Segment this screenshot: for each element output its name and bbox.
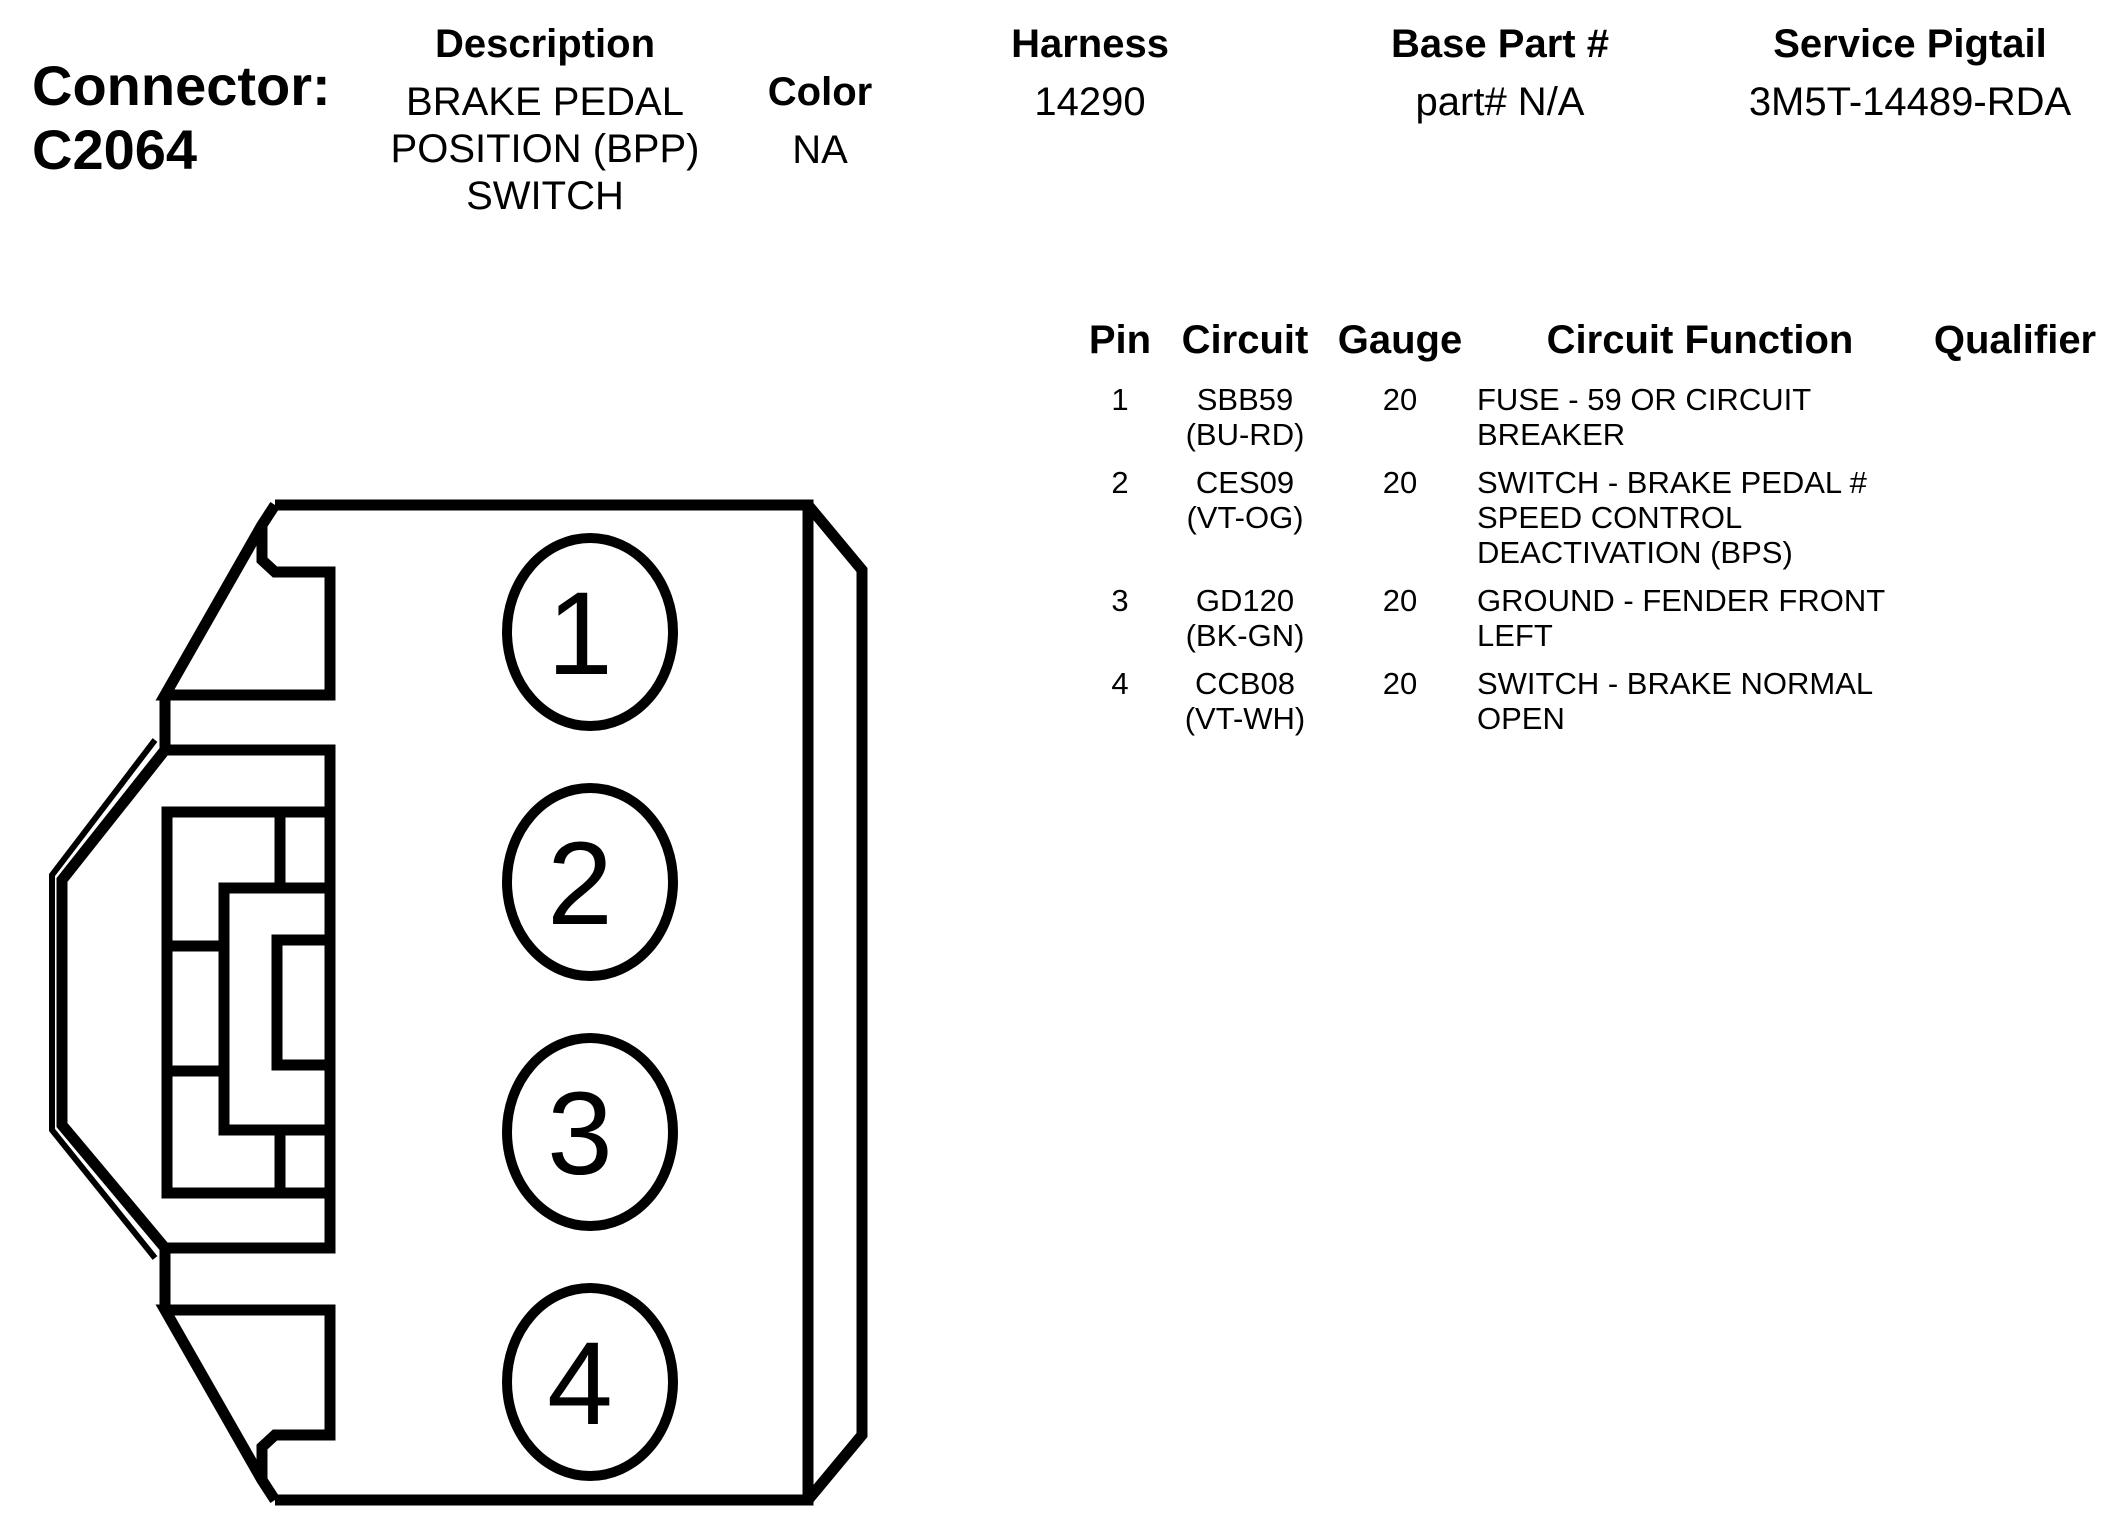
- table-cell-circuit: CCB08 (VT-WH): [1184, 666, 1306, 736]
- color-value: NA: [792, 128, 848, 172]
- color-column: Color NA: [730, 70, 910, 174]
- connector-right-latch: [803, 501, 868, 1504]
- table-cell-circuit: CES09 (VT-OG): [1186, 465, 1304, 535]
- pin-1-label: 1: [547, 568, 613, 700]
- connector-left-shroud: [56, 746, 170, 1252]
- table-cell-pin: 2: [1111, 465, 1129, 500]
- connector-left-edge: [159, 695, 336, 1310]
- harness-value: 14290: [1034, 80, 1146, 124]
- connector-top-tab: [155, 502, 336, 701]
- connector-body-outline: [275, 499, 814, 1506]
- base-part-column: Base Part # part# N/A: [1360, 22, 1640, 126]
- connector-keyway-slot: [271, 934, 330, 1071]
- table-cell-circuit: SBB59 (BU-RD): [1185, 382, 1305, 452]
- table-cell-function: SWITCH - BRAKE NORMAL OPEN: [1477, 666, 1874, 736]
- base-part-title: Base Part #: [1391, 22, 1609, 66]
- table-cell-function: SWITCH - BRAKE PEDAL # SPEED CONTROL DEA…: [1477, 465, 1867, 570]
- service-pigtail-value: 3M5T-14489-RDA: [1748, 80, 2072, 124]
- harness-title: Harness: [1011, 22, 1169, 66]
- base-part-value: part# N/A: [1415, 80, 1585, 124]
- table-cell-function: GROUND - FENDER FRONT LEFT: [1477, 583, 1886, 653]
- pin-3-label: 3: [547, 1068, 613, 1200]
- description-value: BRAKE PEDAL POSITION (BPP) SWITCH: [390, 80, 700, 218]
- table-header-circuit-function: Circuit Function: [1546, 318, 1854, 362]
- pin-4-label: 4: [547, 1318, 613, 1450]
- pin-3-cavity: [502, 1033, 678, 1231]
- table-cell-gauge: 20: [1382, 382, 1418, 417]
- table-cell-circuit: GD120 (BK-GN): [1185, 583, 1305, 653]
- table-header-circuit: Circuit: [1181, 318, 1309, 362]
- connector-id: C2064: [32, 118, 198, 181]
- table-cell-function: FUSE - 59 OR CIRCUIT BREAKER: [1477, 382, 1812, 452]
- table-cell-pin: 4: [1111, 666, 1129, 701]
- table-header-gauge: Gauge: [1337, 318, 1463, 362]
- service-pigtail-column: Service Pigtail 3M5T-14489-RDA: [1700, 22, 2120, 126]
- connector-label: Connector:: [32, 54, 331, 117]
- connector-keyway-outer: [161, 806, 330, 1199]
- connector-bottom-tab: [155, 1304, 336, 1503]
- table-header-qualifier: Qualifier: [1933, 318, 2097, 362]
- pin-4-cavity: [502, 1283, 678, 1481]
- table-cell-gauge: 20: [1382, 666, 1418, 701]
- table-cell-gauge: 20: [1382, 583, 1418, 618]
- table-cell-pin: 3: [1111, 583, 1129, 618]
- pin-2-label: 2: [547, 818, 613, 950]
- pin-2-cavity: [502, 783, 678, 981]
- service-pigtail-title: Service Pigtail: [1773, 22, 2047, 66]
- table-cell-gauge: 20: [1382, 465, 1418, 500]
- harness-column: Harness 14290: [980, 22, 1200, 126]
- table-header-pin: Pin: [1088, 318, 1152, 362]
- table-cell-pin: 1: [1111, 382, 1129, 417]
- description-column: Description BRAKE PEDAL POSITION (BPP) S…: [370, 22, 720, 220]
- color-title: Color: [767, 70, 873, 114]
- connector-title: Connector: C2064: [32, 54, 331, 182]
- description-title: Description: [434, 22, 656, 66]
- pin-1-cavity: [502, 533, 678, 731]
